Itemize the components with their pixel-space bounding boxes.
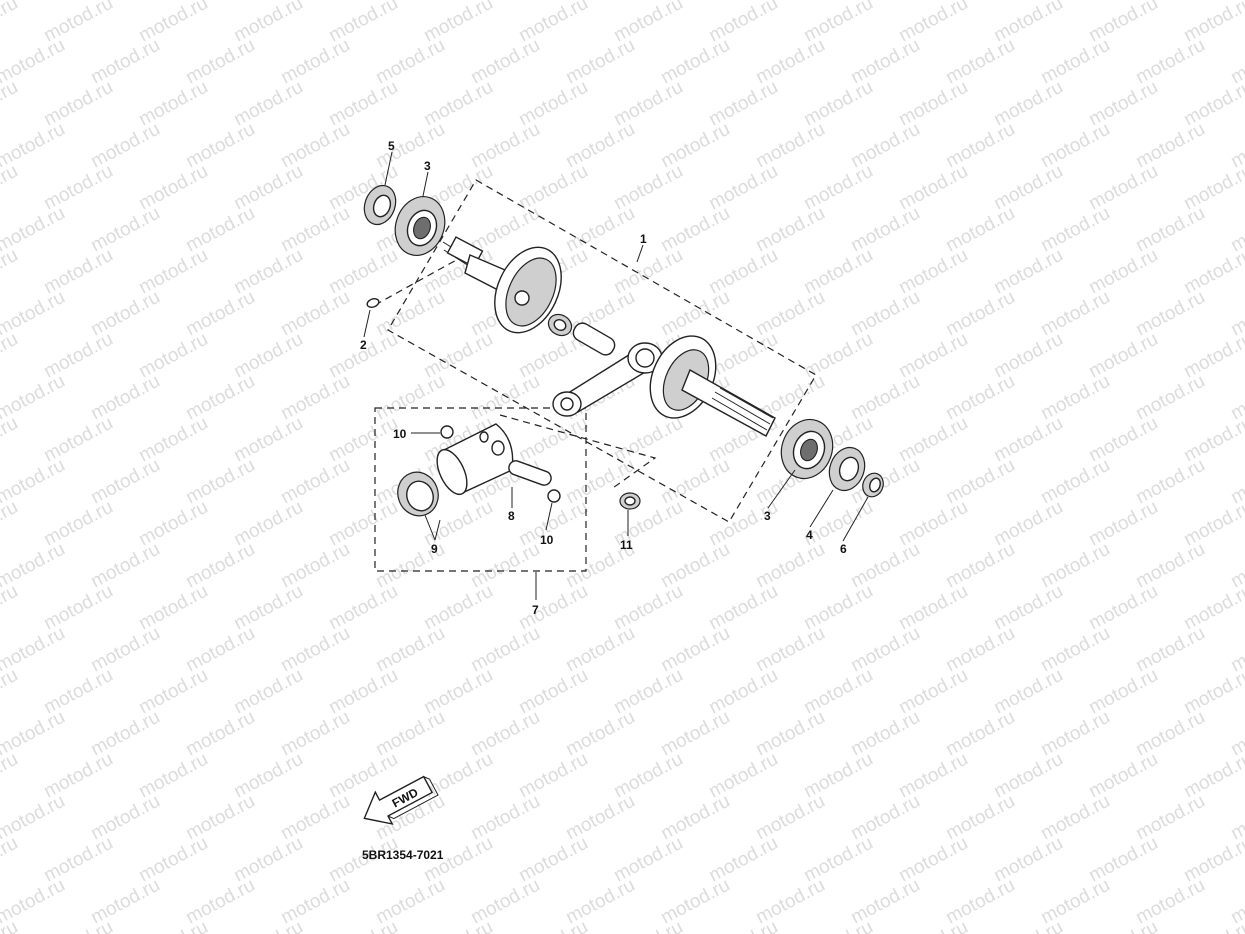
callout-9: 9 (431, 542, 438, 556)
connecting-rod (552, 342, 663, 417)
watermark-text: motod.ru (0, 665, 22, 719)
callout-7: 7 (532, 603, 539, 617)
needle-bearing-small-end (619, 492, 641, 510)
watermark-text: motod.ru (325, 917, 401, 934)
guide-line-piston (499, 414, 657, 491)
watermark-text: motod.ru (610, 917, 686, 934)
piston-rings (397, 471, 439, 517)
callout-2: 2 (360, 338, 367, 352)
piston-assembly-outline (374, 407, 587, 572)
watermark-text: motod.ru (40, 917, 116, 934)
callout-6: 6 (840, 542, 847, 556)
guide-line-key (374, 257, 461, 306)
watermark-text: motod.ru (0, 329, 22, 383)
watermark-text: motod.ru (705, 917, 781, 934)
watermark-text: motod.ru (0, 0, 22, 46)
watermark-text: motod.ru (0, 833, 22, 887)
piston-pin (508, 460, 552, 486)
bearing-left (394, 196, 446, 256)
crank-pin (572, 322, 616, 356)
crankshaft-right-half (649, 335, 776, 437)
callout-3-left: 3 (424, 159, 431, 173)
watermark-text: motod.ru (0, 581, 22, 635)
watermark-text: motod.ru (0, 161, 22, 215)
oil-seal-right (828, 446, 866, 492)
circlip-lower (547, 489, 561, 503)
watermark-text: motod.ru (990, 917, 1066, 934)
watermark-text: motod.ru (515, 917, 591, 934)
callout-4: 4 (806, 528, 813, 542)
watermark-text: motod.ru (0, 245, 22, 299)
crankshaft-left-half (442, 236, 562, 334)
watermark-text: motod.ru (1085, 917, 1161, 934)
watermark-text: motod.ru (800, 917, 876, 934)
callout-11: 11 (620, 538, 633, 552)
circlip-upper (440, 425, 454, 439)
diagram-code: 5BR1354-7021 (362, 848, 444, 862)
crankshaft-assembly-outline (387, 179, 817, 523)
watermark-text: motod.ru (230, 917, 306, 934)
watermark-text: motod.ru (1227, 0, 1245, 4)
callout-1: 1 (640, 232, 647, 246)
woodruff-key (366, 298, 380, 308)
callout-8: 8 (508, 509, 515, 523)
needle-bearing-big-end (547, 313, 573, 337)
watermark-text: motod.ru (0, 413, 22, 467)
watermark-text: motod.ru (420, 917, 496, 934)
callout-10-lower: 10 (540, 533, 554, 547)
leader-lines (363, 151, 869, 600)
watermark-text: motod.ru (135, 917, 211, 934)
callout-10-upper: 10 (393, 427, 407, 441)
bearing-right (780, 418, 834, 480)
watermark-text: motod.ru (0, 77, 22, 131)
piston (436, 423, 514, 496)
callout-3-right: 3 (764, 509, 771, 523)
watermark-text: motod.ru (0, 497, 22, 551)
watermark-text: motod.ru (895, 917, 971, 934)
spacer-collar (862, 472, 884, 498)
oil-seal-left (363, 184, 397, 226)
callout-5: 5 (388, 139, 395, 153)
watermark-text: motod.ru (0, 749, 22, 803)
